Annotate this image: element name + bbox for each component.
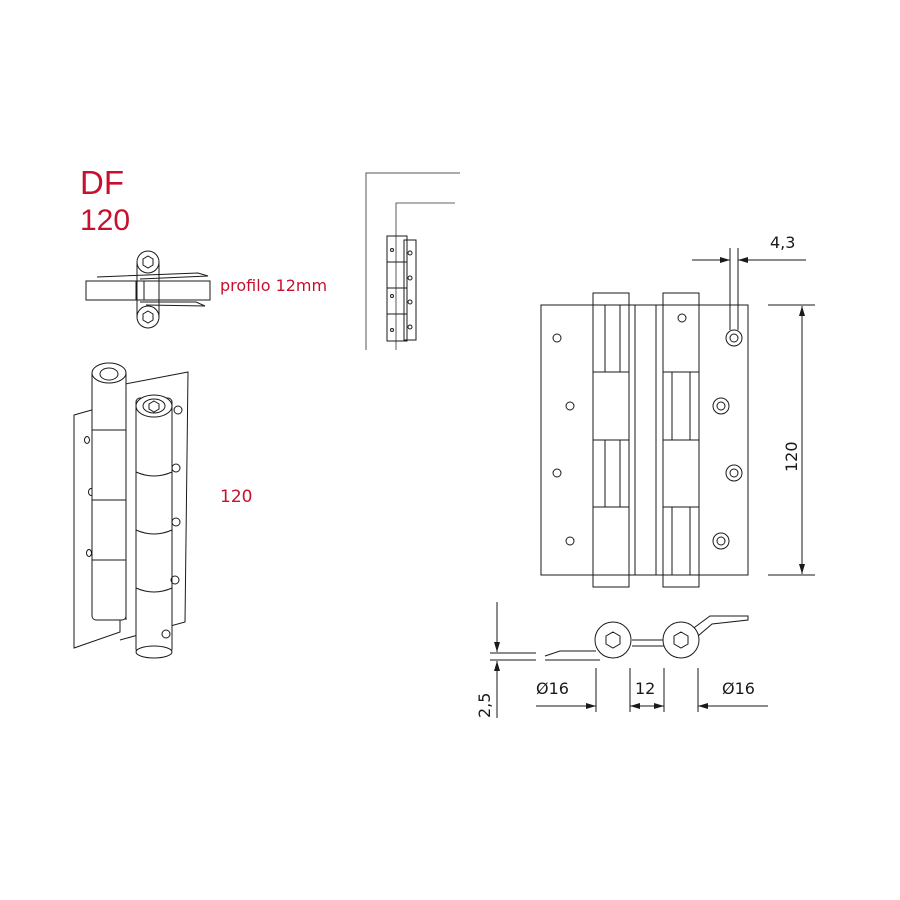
dim-barrels [536,668,768,712]
section-view [544,615,749,661]
dim-height-label: 120 [782,441,801,472]
perspective-height-label: 120 [220,487,252,507]
dim-hole-offset [692,248,806,330]
dim-leaf-thickness-label: 2,5 [475,693,494,718]
profile-label: profilo 12mm [220,276,327,295]
title-size: 120 [80,204,130,237]
dim-barrel-gap-label: 12 [635,679,655,698]
perspective-view [73,362,189,659]
front-view [540,292,749,588]
top-view-small [85,250,211,329]
dim-barrel-right-label: Ø16 [722,679,755,698]
dim-hole-offset-label: 4,3 [770,233,795,252]
dim-barrel-left-label: Ø16 [536,679,569,698]
dim-leaf-thickness [490,602,536,718]
title-model: DF [80,164,124,201]
mounted-thumbnail [365,172,460,350]
dim-height [768,304,815,576]
